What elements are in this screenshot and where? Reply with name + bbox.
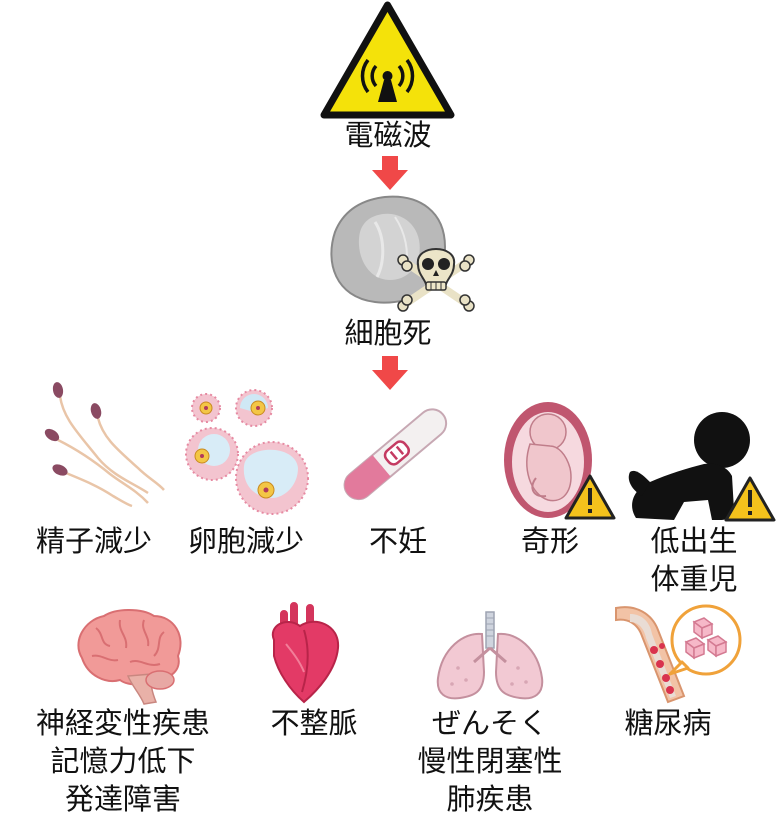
arrow-down-icon xyxy=(372,356,408,390)
lungs-icon xyxy=(436,611,544,700)
effect-label-line-2: 記憶力低下 xyxy=(50,744,196,778)
heart-icon xyxy=(271,602,340,704)
sperm-icon xyxy=(44,382,165,508)
brain-icon xyxy=(77,609,182,705)
effect-label-line-2: 慢性閉塞性 xyxy=(417,744,563,778)
dying-cell-with-skull-icon xyxy=(330,195,475,312)
effect-label: 奇形 xyxy=(520,524,579,558)
effect-label-line-1: 低出生 xyxy=(650,524,738,558)
effect-label: 不妊 xyxy=(368,524,427,558)
effect-label-line-1: 神経変性疾患 xyxy=(35,706,210,740)
middle-label: 細胞死 xyxy=(344,316,432,350)
arrow-down-icon xyxy=(372,156,408,190)
fetus-warning-icon xyxy=(504,402,616,520)
ovarian-follicle-icon xyxy=(185,389,309,515)
effect-label-line-3: 発達障害 xyxy=(64,782,181,816)
effect-label: 不整脈 xyxy=(270,706,358,740)
effect-label: 卵胞減少 xyxy=(187,524,304,558)
effect-label: 精子減少 xyxy=(35,524,152,558)
effect-label: 糖尿病 xyxy=(624,706,712,740)
effect-label-line-3: 肺疾患 xyxy=(446,782,534,816)
radiation-warning-icon xyxy=(320,1,455,119)
baby-silhouette-warning-icon xyxy=(628,412,776,522)
effect-label-line-2: 体重児 xyxy=(650,562,738,596)
source-label: 電磁波 xyxy=(344,118,432,152)
blood-vessel-glucose-icon xyxy=(615,604,742,704)
pregnancy-test-icon xyxy=(343,408,448,501)
effect-label-line-1: ぜんそく xyxy=(431,706,548,740)
